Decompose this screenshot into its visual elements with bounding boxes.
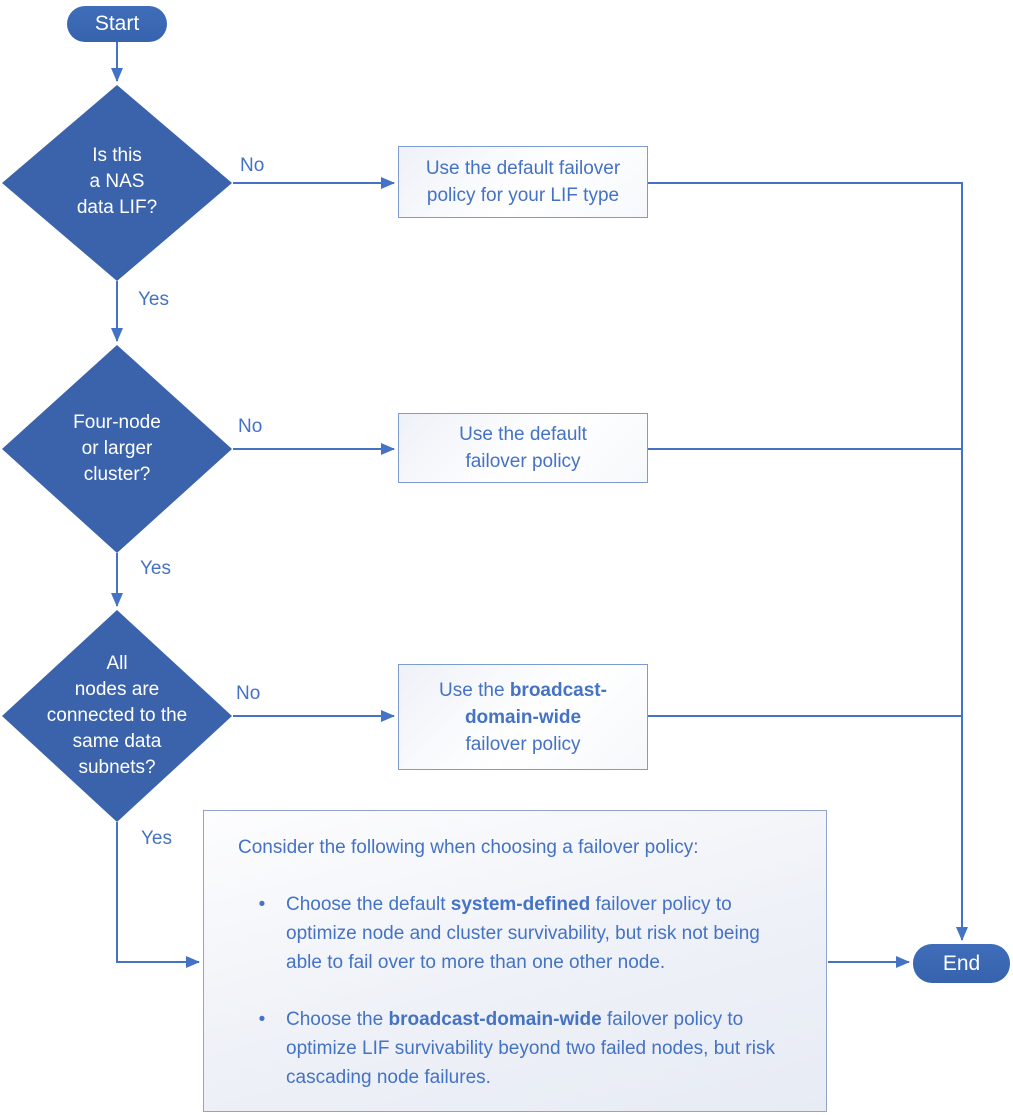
decision-2-diamond (2, 345, 232, 553)
start-node: Start (67, 6, 167, 42)
note-title: Consider the following when choosing a f… (238, 837, 699, 858)
decision-1-diamond (2, 85, 232, 281)
decision-3-yes-label: Yes (141, 828, 172, 849)
note-bullet-2-text: Choose the broadcast-domain-wide failove… (286, 1009, 775, 1088)
outcome-2-text: Use the default failover policy (459, 424, 587, 472)
decision-3-diamond (2, 610, 232, 822)
note-bullet-list: • Choose the default system-defined fail… (238, 890, 792, 1092)
outcome-box-broadcast-domain-wide: Use the broadcast- domain-wide failover … (398, 664, 648, 770)
outcome-1-text: Use the default failover policy for your… (425, 158, 621, 206)
edge-decision3-yes-to-note (116, 822, 200, 968)
outcome-box-default-policy: Use the default failover policy (398, 413, 648, 483)
decision-1-no-label: No (240, 155, 265, 176)
note-box-failover-considerations: Consider the following when choosing a f… (203, 810, 827, 1112)
note-bullet-1-text: Choose the default system-defined failov… (286, 894, 760, 973)
decision-2-question: Four-node or larger cluster? (73, 412, 161, 485)
decision-3-question: All nodes are connected to the same data… (46, 653, 188, 778)
outcome-box-default-lif-type: Use the default failover policy for your… (398, 146, 648, 218)
note-bullet-system-defined: • Choose the default system-defined fail… (238, 890, 792, 977)
decision-1-yes-label: Yes (138, 289, 169, 310)
bullet-icon: • (258, 894, 266, 915)
decision-2-yes-label: Yes (140, 558, 171, 579)
decision-2-no-label: No (238, 416, 263, 437)
note-bullet-broadcast-domain-wide: • Choose the broadcast-domain-wide failo… (238, 1005, 792, 1092)
decision-1-question: Is this a NAS data LIF? (76, 145, 158, 218)
decision-3-no-label: No (236, 683, 261, 704)
end-node: End (913, 944, 1010, 983)
outcome-3-text: Use the broadcast- domain-wide failover … (439, 679, 607, 755)
bullet-icon: • (258, 1009, 266, 1030)
